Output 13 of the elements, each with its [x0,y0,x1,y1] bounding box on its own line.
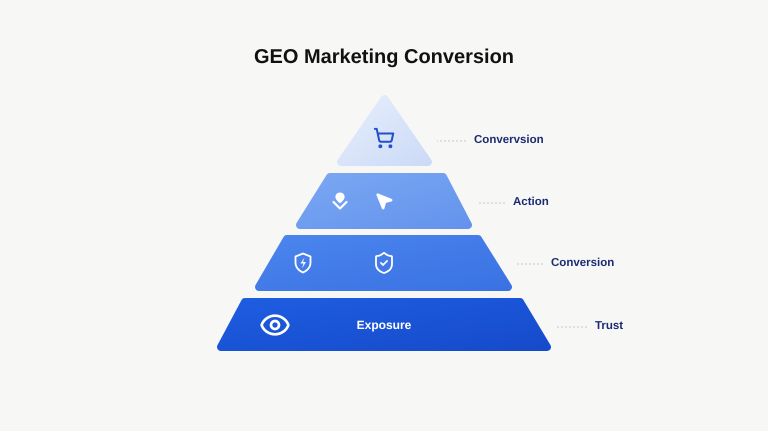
leader-line [436,140,466,142]
layer-label: Exposure [356,316,412,334]
pyramid-layer [255,235,512,291]
leader-line [556,326,588,328]
leader-line [476,202,506,204]
stage-label: Conversion [551,254,614,274]
stage-label: Trust [595,317,624,337]
stage-label: Convervsion [474,131,544,151]
pyramid-layer [337,95,432,166]
title: GEO Marketing Conversion [254,45,514,70]
pyramid-layer [217,298,551,351]
stage-label: Action [513,193,549,213]
pyramid-layer [296,173,472,229]
